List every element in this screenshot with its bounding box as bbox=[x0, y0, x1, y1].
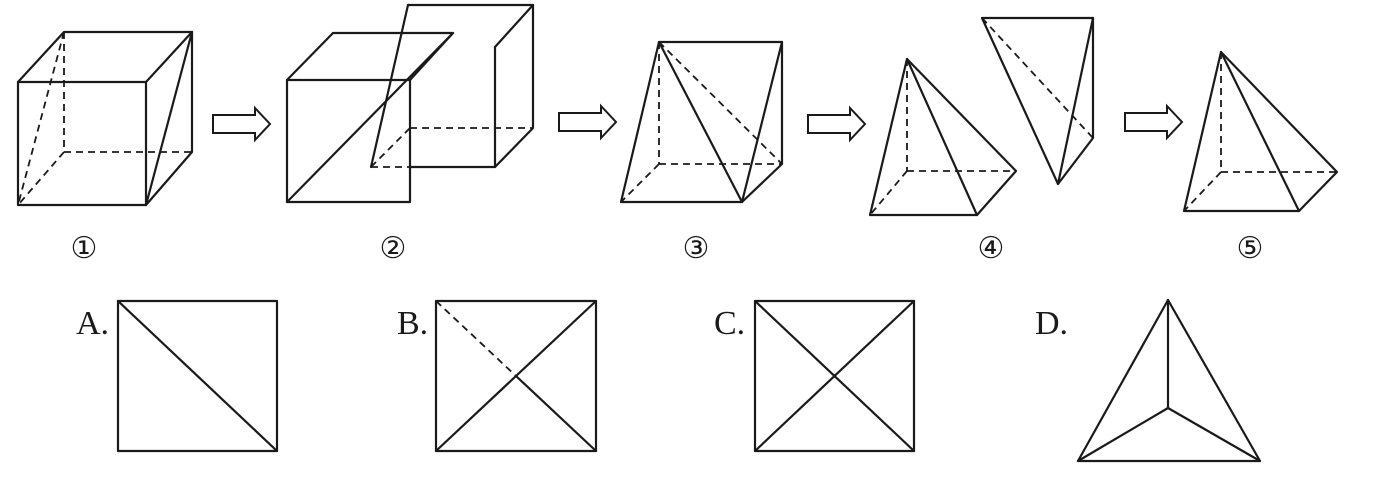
step-label-3: ③ bbox=[683, 231, 710, 266]
figure-4-pieces bbox=[868, 16, 1095, 217]
step-label-2: ② bbox=[380, 231, 407, 266]
right-arrow-icon bbox=[807, 105, 867, 143]
figure-5-pyramid bbox=[1182, 50, 1339, 213]
option-b-figure bbox=[434, 299, 598, 453]
option-c-figure bbox=[753, 299, 916, 453]
option-b-letter: B. bbox=[397, 305, 428, 342]
step-label-4: ④ bbox=[978, 231, 1005, 266]
option-c-letter: C. bbox=[714, 305, 745, 342]
step-label-5: ⑤ bbox=[1237, 231, 1264, 266]
figure-3-prism bbox=[619, 40, 784, 204]
right-arrow-icon bbox=[1124, 103, 1184, 141]
option-d-letter: D. bbox=[1035, 305, 1068, 342]
step-label-1: ① bbox=[71, 231, 98, 266]
figure-1-cube bbox=[16, 30, 194, 207]
figure-2-split bbox=[285, 3, 535, 204]
option-d-figure bbox=[1076, 298, 1262, 463]
option-a-figure bbox=[116, 299, 279, 453]
option-a-letter: A. bbox=[76, 305, 109, 342]
right-arrow-icon bbox=[558, 103, 618, 141]
right-arrow-icon bbox=[212, 105, 272, 143]
